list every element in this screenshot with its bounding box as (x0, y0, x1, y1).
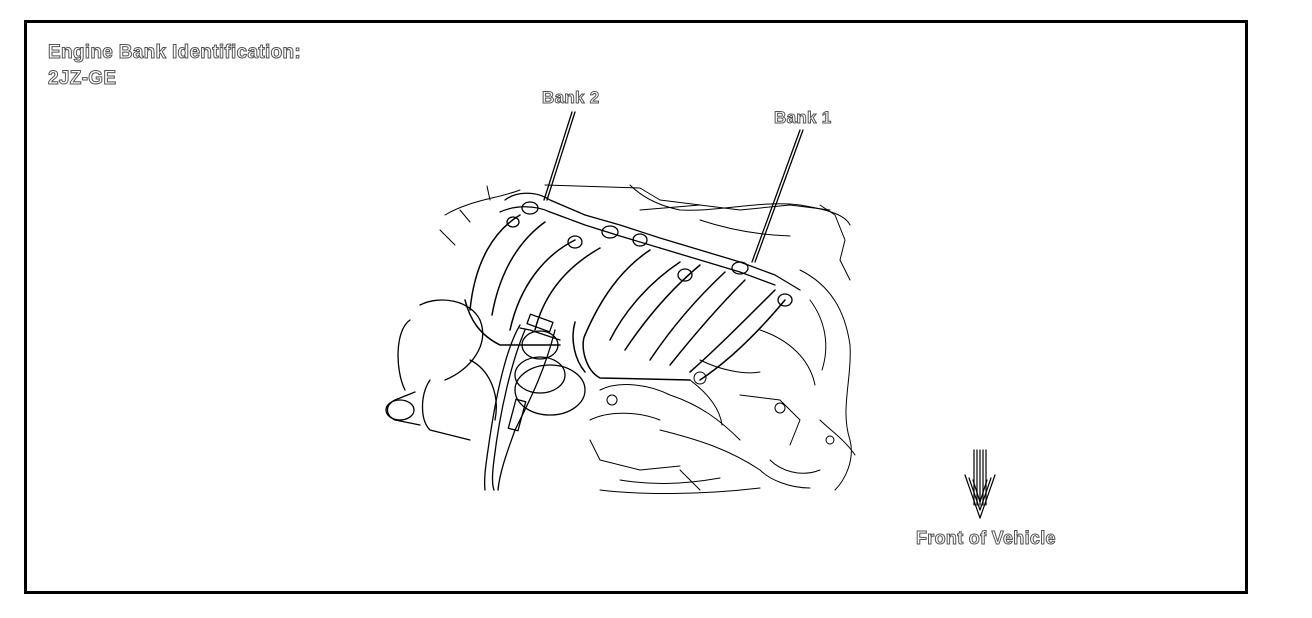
bank-1-leader-line (751, 129, 804, 263)
bank-2-label: Bank 2 (542, 88, 600, 108)
manifold-studs (506, 201, 793, 307)
diagram-frame (24, 20, 1248, 594)
exhaust-runners (464, 214, 786, 381)
catalytic-converter (385, 299, 586, 441)
down-arrow-icon (964, 449, 996, 519)
front-of-vehicle-label: Front of Vehicle (916, 528, 1057, 549)
manifold-flange (499, 192, 801, 291)
bank-1-label: Bank 1 (774, 108, 832, 128)
bank-2-leader-line (543, 111, 576, 201)
engine-code: 2JZ-GE (47, 68, 117, 90)
oxygen-sensor-wires (483, 313, 561, 491)
diagram-title: Engine Bank Identification: (47, 42, 302, 64)
engine-block-outline (439, 184, 856, 495)
